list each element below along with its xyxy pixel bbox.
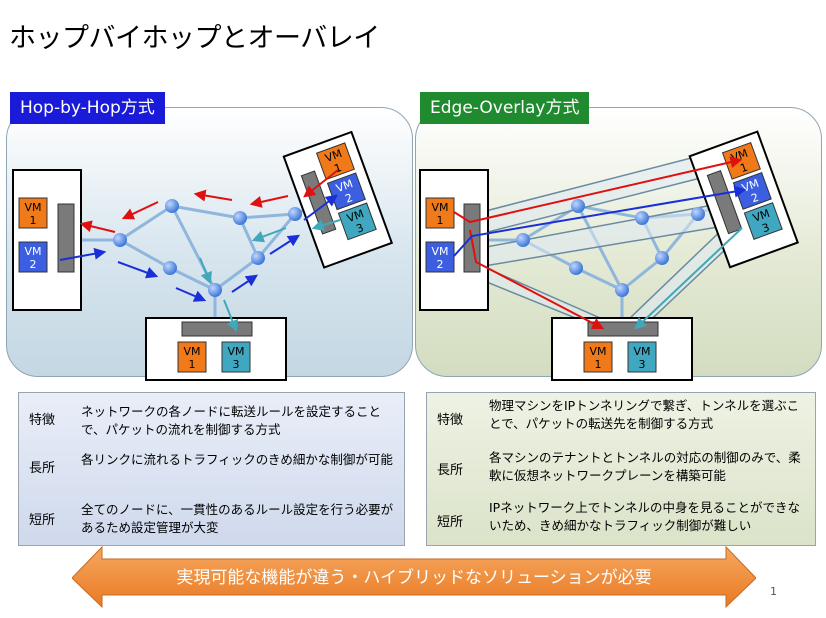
network-node bbox=[288, 207, 302, 221]
network-diagrams: VM 1 VM 2 VM 1 VM 2 VM 3 VM 1 VM 3 bbox=[12, 130, 800, 381]
vm-label: VM bbox=[183, 345, 200, 358]
vm-3 bbox=[627, 341, 657, 373]
network-node bbox=[208, 283, 222, 297]
vm-number: 3 bbox=[233, 358, 240, 371]
right-host-a: VM 1 VM 2 bbox=[419, 169, 489, 311]
vm-number: 3 bbox=[639, 358, 646, 371]
right-network-nodes bbox=[516, 199, 705, 297]
vm-label: VM bbox=[334, 177, 354, 195]
row-value: 各マシンのテナントとトンネルの対応の制御のみで、柔軟に仮想ネットワークプレーンを… bbox=[489, 450, 801, 483]
vm-1 bbox=[315, 142, 355, 181]
vm-number: 2 bbox=[437, 258, 444, 271]
vm-label: VM bbox=[751, 207, 771, 225]
vm-number: 1 bbox=[30, 214, 37, 227]
vm-label: VM bbox=[431, 201, 448, 214]
vm-label: VM bbox=[589, 345, 606, 358]
right-teal-arrows bbox=[634, 227, 743, 330]
vm-3 bbox=[337, 202, 377, 241]
network-node bbox=[615, 283, 629, 297]
vm-number: 3 bbox=[354, 221, 365, 236]
vm-number: 1 bbox=[189, 358, 196, 371]
vm-number: 3 bbox=[760, 221, 771, 236]
row-key: 短所 bbox=[437, 515, 464, 530]
network-node bbox=[635, 211, 649, 225]
network-node bbox=[165, 199, 179, 213]
vm-label: VM bbox=[24, 201, 41, 214]
row-key: 特徴 bbox=[29, 413, 56, 428]
vm-number: 2 bbox=[749, 191, 760, 206]
left-host-b: VM 1 VM 2 VM 3 bbox=[282, 130, 394, 269]
row-key: 長所 bbox=[437, 463, 464, 478]
row-key: 長所 bbox=[29, 461, 56, 476]
network-node bbox=[233, 211, 247, 225]
vm-number: 1 bbox=[437, 214, 444, 227]
vm-label: VM bbox=[323, 147, 343, 165]
right-red-arrows bbox=[453, 156, 743, 330]
left-network-nodes bbox=[113, 199, 302, 297]
left-host-c: VM 1 VM 3 bbox=[145, 317, 287, 381]
vm-1 bbox=[18, 197, 48, 229]
row-value: IPネットワーク上でトンネルの中身を見ることができないため、きめ細かなトラフィッ… bbox=[489, 500, 800, 533]
row-key: 短所 bbox=[29, 513, 56, 528]
vm-2 bbox=[18, 241, 48, 273]
vm-label: VM bbox=[431, 245, 448, 258]
vm-1 bbox=[583, 341, 613, 373]
right-blue-arrows bbox=[453, 185, 747, 257]
row-value: 各リンクに流れるトラフィックのきめ細かな制御が可能 bbox=[81, 452, 393, 467]
row-value: 全てのノードに、一貫性のあるルール設定を行う必要があるため設定管理が大変 bbox=[81, 502, 394, 535]
solution-message: 実現可能な機能が違う・ハイブリッドなソリューションが必要 bbox=[176, 568, 652, 588]
hop-by-hop-label: Hop-by-Hop方式 bbox=[10, 92, 165, 124]
vm-number: 1 bbox=[738, 161, 749, 176]
network-node bbox=[251, 251, 265, 265]
left-teal-arrows bbox=[199, 219, 341, 333]
row-key: 特徴 bbox=[437, 413, 464, 428]
vm-label: VM bbox=[633, 345, 650, 358]
vm-number: 1 bbox=[595, 358, 602, 371]
vm-number: 2 bbox=[343, 191, 354, 206]
network-node bbox=[516, 233, 530, 247]
vm-1 bbox=[177, 341, 207, 373]
hop-by-hop-info: 特徴 ネットワークの各ノードに転送ルールを設定することで、パケットの流れを制御す… bbox=[18, 392, 405, 546]
vm-label: VM bbox=[24, 245, 41, 258]
network-node bbox=[655, 251, 669, 265]
edge-overlay-info: 特徴 物理マシンをIPトンネリングで繋ぎ、トンネルを選ぶことで、パケットの転送先… bbox=[426, 392, 816, 546]
page-number: 1 bbox=[770, 585, 777, 598]
vm-3 bbox=[221, 341, 251, 373]
left-host-a: VM 1 VM 2 bbox=[12, 169, 82, 311]
network-node bbox=[163, 261, 177, 275]
double-arrow-band bbox=[72, 545, 756, 609]
network-node bbox=[569, 261, 583, 275]
vm-label: VM bbox=[345, 207, 365, 225]
vm-number: 2 bbox=[30, 258, 37, 271]
vm-label: VM bbox=[227, 345, 244, 358]
network-node bbox=[113, 233, 127, 247]
edge-overlay-label: Edge-Overlay方式 bbox=[420, 92, 590, 124]
page-title: ホップバイホップとオーバレイ bbox=[9, 23, 380, 54]
row-value: 物理マシンをIPトンネリングで繋ぎ、トンネルを選ぶことで、パケットの転送先を制御… bbox=[489, 398, 800, 431]
row-value: ネットワークの各ノードに転送ルールを設定することで、パケットの流れを制御する方式 bbox=[81, 404, 382, 437]
left-red-arrows bbox=[79, 169, 339, 233]
right-host-c: VM 1 VM 3 bbox=[551, 317, 693, 381]
vm-3 bbox=[743, 202, 783, 240]
vm-number: 1 bbox=[333, 161, 344, 176]
left-blue-arrows bbox=[59, 194, 338, 302]
network-node bbox=[691, 207, 705, 221]
vm-2 bbox=[425, 241, 455, 273]
network-node bbox=[571, 199, 585, 213]
